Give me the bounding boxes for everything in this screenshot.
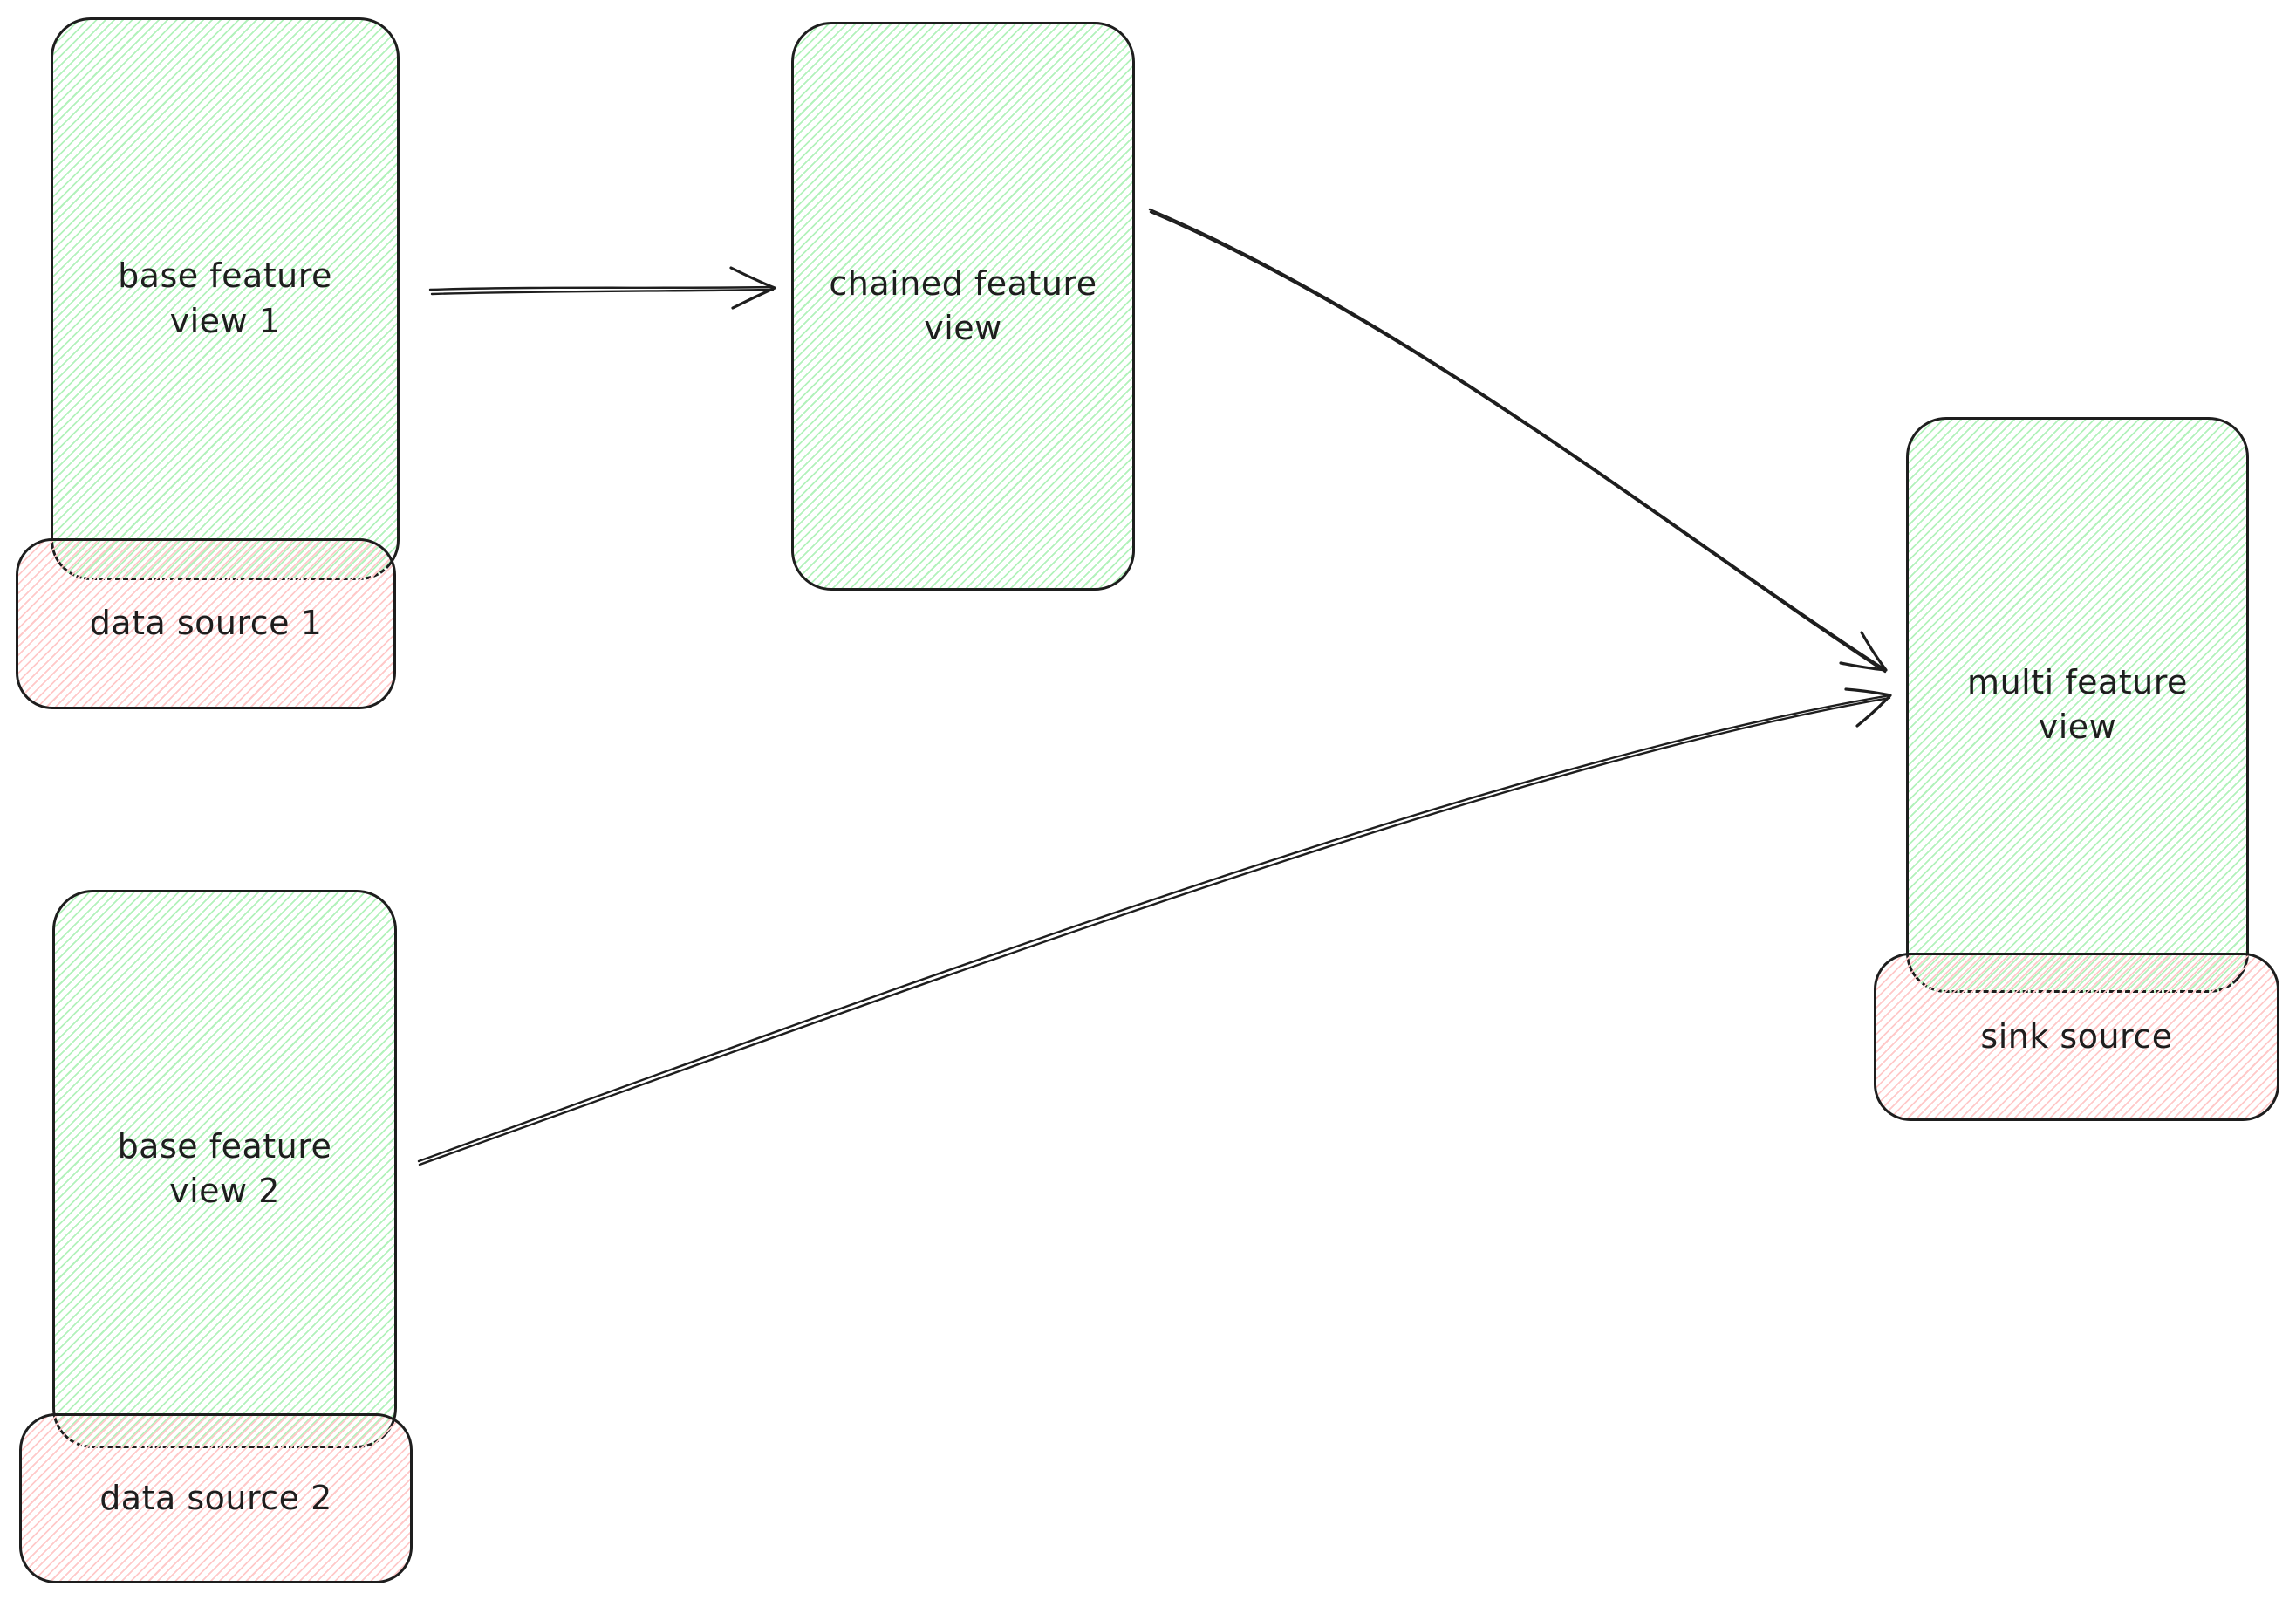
node-label-multi-feature-view: multi feature view [1967,662,2188,746]
node-data-source-2: data source 2 [19,1413,413,1583]
node-data-source-1: data source 1 [16,538,396,709]
arrow-chained-to-multi [1148,208,1888,674]
node-multi-feature-view: multi feature view [1906,417,2249,993]
arrow-bfv1-to-chained [428,266,776,310]
node-label-sink-source: sink source [1980,1016,2173,1056]
node-label-data-source-2: data source 2 [99,1478,332,1517]
node-base-feature-view-2: base feature view 2 [52,890,397,1448]
node-label-data-source-1: data source 1 [89,604,323,643]
arrow-bfv2-to-multi [417,687,1892,1166]
node-label-chained-feature-view: chained feature view [829,263,1097,347]
node-label-base-feature-view-1: base feature view 1 [118,256,332,340]
node-base-feature-view-1: base feature view 1 [51,17,400,580]
node-chained-feature-view: chained feature view [791,22,1135,591]
node-sink-source: sink source [1874,953,2279,1121]
node-label-base-feature-view-2: base feature view 2 [117,1126,332,1210]
